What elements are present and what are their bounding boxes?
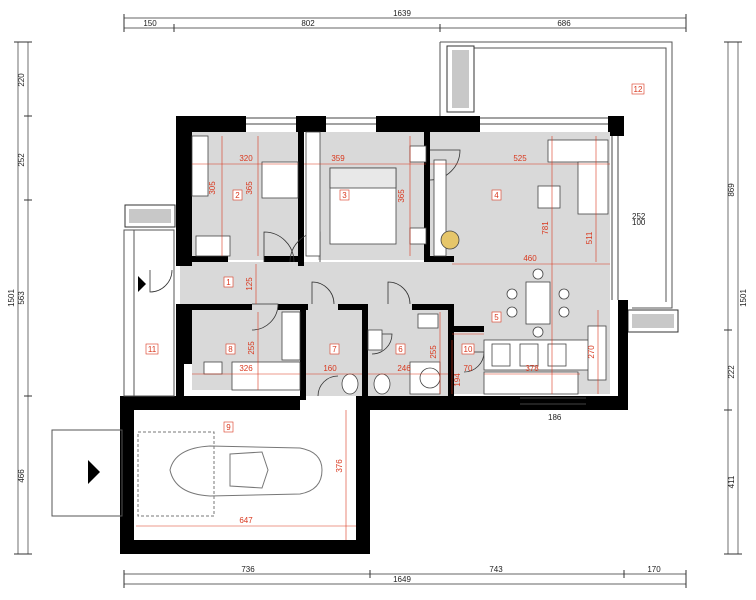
dim-small-a: 252 — [632, 212, 646, 221]
dim-r5-w2: 378 — [525, 364, 539, 373]
terrace-planter — [124, 45, 679, 333]
entrance-ramp — [51, 229, 175, 517]
car-icon — [137, 431, 323, 517]
room-7-label: 7 — [332, 345, 337, 354]
room-4-label: 4 — [494, 191, 499, 200]
entry-arrow-icon — [138, 276, 146, 292]
dim-top-b: 802 — [301, 19, 315, 28]
room-1-label: 1 — [226, 278, 231, 287]
dim-r6-h: 255 — [429, 345, 438, 359]
dimension-ticks — [14, 14, 742, 588]
dim-left-c: 563 — [17, 291, 26, 305]
dim-r6-w: 246 — [397, 364, 411, 373]
room-11-label: 11 — [148, 345, 157, 354]
arrow-icon — [88, 460, 100, 484]
dim-r10-w: 70 — [464, 364, 473, 373]
room-9-label: 9 — [226, 423, 231, 432]
dim-r2-w: 320 — [239, 154, 253, 163]
dim-right-b: 222 — [727, 365, 736, 379]
dim-bottom-total: 1649 — [393, 575, 411, 584]
dim-right-a: 869 — [727, 183, 736, 197]
room-labels: 1 2 3 4 5 6 7 8 9 10 11 12 — [145, 83, 645, 433]
dim-left-d: 466 — [17, 469, 26, 483]
dim-r5-w: 460 — [523, 254, 537, 263]
dim-left-total: 1501 — [7, 289, 16, 307]
inner-dimension-lines — [136, 136, 610, 540]
dim-r3-w: 359 — [331, 154, 345, 163]
room-6-label: 6 — [398, 345, 403, 354]
dim-left-b: 252 — [17, 153, 26, 167]
dim-r7-w: 160 — [323, 364, 337, 373]
doors — [149, 149, 485, 397]
dim-left-a: 220 — [17, 73, 26, 87]
dim-top-c: 686 — [557, 19, 571, 28]
dim-r8-h: 255 — [247, 341, 256, 355]
room-3-label: 3 — [342, 191, 347, 200]
room-5-label: 5 — [494, 313, 499, 322]
dim-r5-h: 270 — [587, 345, 596, 359]
furniture — [191, 131, 609, 395]
dim-hall-h: 125 — [245, 277, 254, 291]
dim-top-total: 1639 — [393, 9, 411, 18]
dim-small-c: 186 — [548, 413, 562, 422]
room-12-label: 12 — [634, 85, 643, 94]
windows — [246, 117, 619, 405]
dim-bottom-b: 743 — [489, 565, 503, 574]
dim-bottom-a: 736 — [241, 565, 255, 574]
room-2-label: 2 — [235, 191, 240, 200]
dim-r4-h1: 781 — [541, 221, 550, 235]
dim-r2-h1: 305 — [208, 181, 217, 195]
dimension-lines — [17, 17, 739, 585]
terrace-outline — [439, 41, 673, 309]
dim-r8-w: 326 — [239, 364, 253, 373]
room-10-label: 10 — [464, 345, 473, 354]
dim-small-b: 100 — [632, 218, 646, 227]
dim-r9-h: 376 — [335, 459, 344, 473]
dim-right-c: 411 — [727, 475, 736, 488]
room-8-label: 8 — [228, 345, 233, 354]
dim-r9-w: 647 — [239, 516, 253, 525]
dim-r3-h: 365 — [397, 189, 406, 203]
dim-bottom-c: 170 — [647, 565, 661, 574]
dim-top-a: 150 — [143, 19, 157, 28]
dim-right-total: 1501 — [739, 289, 748, 307]
dim-r4-w: 525 — [513, 154, 527, 163]
dim-r10-h: 194 — [453, 373, 462, 387]
walls — [120, 116, 628, 554]
dim-r2-h2: 365 — [245, 181, 254, 195]
dim-r4-h2: 511 — [585, 231, 594, 244]
